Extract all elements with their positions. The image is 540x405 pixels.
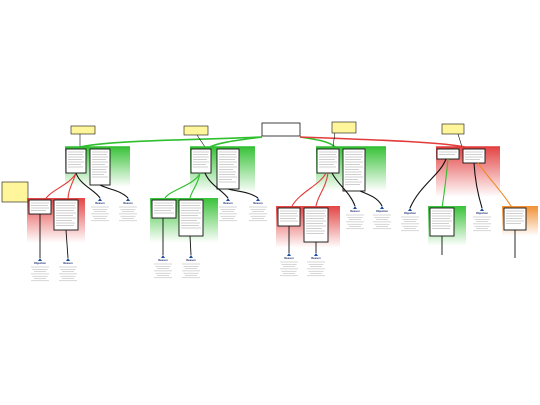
cluster-3 (276, 146, 386, 253)
person-icon (408, 208, 412, 211)
claim-box (65, 148, 87, 174)
argument-type-label: Objection (376, 209, 388, 213)
argument-marker: Reason (154, 255, 172, 278)
person-icon (256, 198, 260, 201)
argument-marker: Reason (249, 198, 267, 221)
cluster-2 (150, 146, 259, 256)
person-icon (66, 258, 70, 261)
argument-type-label: Reason (95, 201, 105, 205)
argument-marker: Reason (219, 198, 237, 221)
argument-type-label: Objection (476, 211, 488, 215)
argument-marker: Reason (59, 258, 77, 281)
person-icon (98, 198, 102, 201)
argument-type-label: Reason (350, 209, 360, 213)
argument-marker: Reason (91, 198, 109, 221)
note-2 (183, 125, 209, 148)
person-icon (126, 198, 130, 201)
argument-type-label: Reason (311, 256, 321, 260)
argument-type-label: Reason (63, 261, 73, 265)
argument-marker: Objection (31, 258, 49, 281)
person-icon (314, 253, 318, 256)
cluster-4 (409, 146, 538, 258)
argument-type-label: Objection (404, 211, 416, 215)
argument-type-label: Reason (123, 201, 133, 205)
claim-box-text-lines (68, 151, 84, 168)
argument-marker: Reason (307, 253, 325, 276)
argument-marker: Reason (182, 255, 200, 278)
root-claim (261, 122, 301, 137)
person-icon (353, 206, 357, 209)
argument-marker: Reason (346, 206, 364, 229)
cluster-1 (27, 146, 130, 259)
argument-type-label: Objection (34, 261, 46, 265)
note-3 (331, 121, 357, 148)
argument-type-label: Reason (253, 201, 263, 205)
person-icon (480, 208, 484, 211)
argument-marker: Reason (280, 253, 298, 276)
note-1 (70, 125, 96, 147)
person-icon (226, 198, 230, 201)
person-icon (161, 255, 165, 258)
argument-marker: Objection (373, 206, 391, 229)
person-icon (380, 206, 384, 209)
note-4 (441, 123, 465, 148)
argument-marker: Objection (401, 208, 419, 231)
person-icon (38, 258, 42, 261)
argument-marker: Reason (119, 198, 137, 221)
root-connectors (79, 136, 466, 148)
argument-type-label: Reason (186, 258, 196, 262)
argument-type-label: Reason (223, 201, 233, 205)
argument-type-label: Reason (284, 256, 294, 260)
argument-marker: Objection (473, 208, 491, 231)
person-icon (189, 255, 193, 258)
person-icon (287, 253, 291, 256)
argument-type-label: Reason (158, 258, 168, 262)
